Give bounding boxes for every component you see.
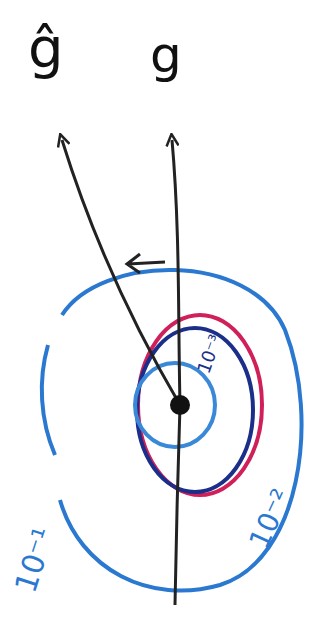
- contour-value: 10⁻¹: [11, 524, 60, 596]
- trajectory-line: [175, 405, 180, 605]
- contour-value: 10⁻³: [195, 332, 225, 375]
- vector-label: ĝ: [28, 20, 64, 76]
- gradient-arrow: [172, 140, 180, 405]
- rotation-arrow: [127, 254, 165, 273]
- vector-label: g: [150, 30, 182, 80]
- contour-value: 10⁻²: [245, 485, 296, 553]
- contour-line: [138, 315, 262, 495]
- contour-line: [137, 328, 253, 492]
- minimum-dot: [170, 395, 190, 415]
- gradient-arrow: [62, 140, 180, 405]
- contour-line: [42, 345, 55, 455]
- contour-line: [135, 363, 215, 447]
